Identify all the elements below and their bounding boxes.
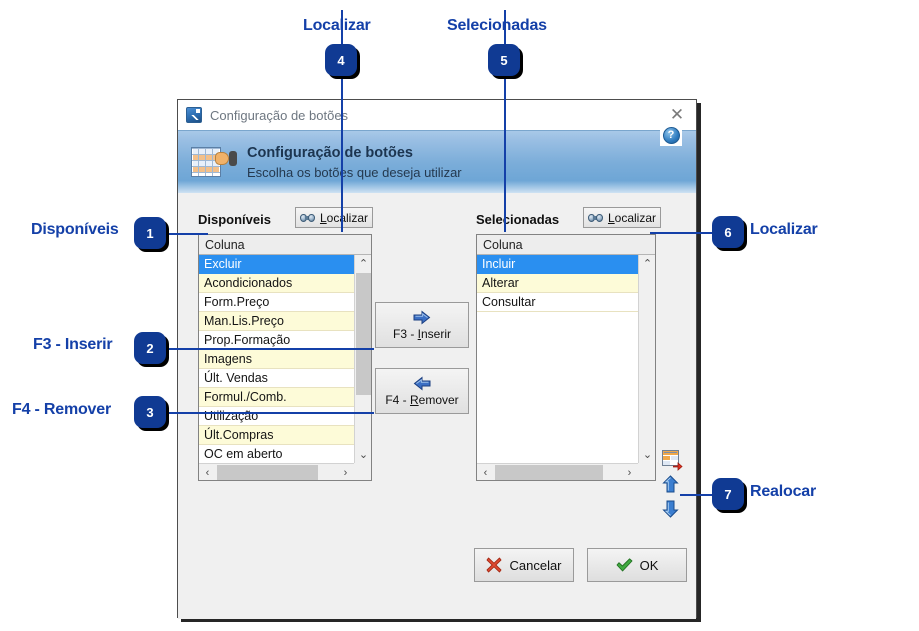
callout-label-4: Localizar: [303, 17, 371, 34]
list-item[interactable]: Acondicionados: [199, 274, 354, 293]
left-column-header: Coluna: [199, 235, 371, 255]
list-item[interactable]: Incluir: [477, 255, 638, 274]
right-pane-title: Selecionadas: [476, 212, 560, 227]
callout-label-1: Disponíveis: [31, 221, 119, 238]
realocar-toolbar: [662, 450, 683, 525]
list-item[interactable]: Excluir: [199, 255, 354, 274]
scroll-right-icon[interactable]: ›: [343, 466, 348, 479]
ok-button[interactable]: OK: [587, 548, 687, 582]
banner-heading: Configuração de botões: [247, 144, 413, 161]
list-item[interactable]: OC em aberto: [199, 445, 354, 463]
list-item[interactable]: Alterar: [477, 274, 638, 293]
leader-line-2: [166, 348, 374, 350]
callout-badge-2: 2: [134, 332, 166, 364]
help-icon[interactable]: ?: [660, 124, 682, 146]
left-h-thumb[interactable]: [217, 465, 318, 480]
list-item[interactable]: Prop.Formação: [199, 331, 354, 350]
scroll-down-icon[interactable]: ⌄: [358, 449, 369, 461]
right-h-thumb[interactable]: [495, 465, 603, 480]
configuracao-de-botoes-dialog: Configuração de botões ✕: [177, 99, 697, 619]
left-localizar-button[interactable]: Localizar: [295, 207, 373, 228]
red-x-icon: [486, 557, 502, 573]
right-scroll-corner: [638, 463, 655, 480]
leader-line-6: [650, 232, 712, 234]
callout-badge-4: 4: [325, 44, 357, 76]
list-item[interactable]: Últ.Compras: [199, 426, 354, 445]
callout-badge-5: 5: [488, 44, 520, 76]
callout-label-7: Realocar: [750, 483, 816, 500]
ok-label: OK: [639, 557, 659, 573]
app-chart-icon: [186, 107, 202, 123]
hand-pointer-icon: [213, 150, 237, 168]
binoculars-icon: [299, 213, 315, 223]
right-localizar-label: Localizar: [607, 210, 657, 225]
dialog-banner: Configuração de botões Escolha os botões…: [178, 124, 696, 193]
right-horizontal-scrollbar[interactable]: ‹ ›: [477, 463, 638, 480]
grid-hand-icon: [191, 145, 237, 179]
help-glyph: ?: [662, 126, 680, 144]
left-scroll-corner: [354, 463, 371, 480]
list-item[interactable]: Formul./Comb.: [199, 388, 354, 407]
list-item[interactable]: Imagens: [199, 350, 354, 369]
scroll-down-icon[interactable]: ⌄: [642, 449, 653, 461]
arrow-right-icon: [413, 309, 431, 325]
callout-label-6: Localizar: [750, 221, 818, 238]
right-localizar-button[interactable]: Localizar: [583, 207, 661, 228]
callout-label-5: Selecionadas: [447, 17, 547, 34]
list-item[interactable]: Utilização: [199, 407, 354, 426]
list-item[interactable]: Man.Lis.Preço: [199, 312, 354, 331]
leader-line-3: [166, 412, 374, 414]
right-vertical-scrollbar[interactable]: ⌃ ⌄: [638, 255, 655, 463]
banner-subheading: Escolha os botões que deseja utilizar: [247, 164, 462, 180]
banner-text-block: Configuração de botões Escolha os botões…: [247, 145, 462, 180]
left-localizar-label: Localizar: [319, 210, 369, 225]
f3-inserir-label: F3 - Inserir: [392, 326, 452, 341]
dialog-titlebar[interactable]: Configuração de botões ✕: [178, 100, 696, 130]
scroll-left-icon[interactable]: ‹: [483, 466, 488, 479]
leader-line-4: [341, 10, 343, 232]
left-horizontal-scrollbar[interactable]: ‹ ›: [199, 463, 354, 480]
scroll-up-icon[interactable]: ⌃: [358, 258, 369, 270]
cancelar-label: Cancelar: [509, 557, 562, 573]
leader-line-7: [680, 494, 712, 496]
callout-badge-6: 6: [712, 216, 744, 248]
green-check-icon: [616, 558, 633, 572]
scroll-left-icon[interactable]: ‹: [205, 466, 210, 479]
reorder-table-icon[interactable]: [662, 450, 683, 471]
list-item[interactable]: Consultar: [477, 293, 638, 312]
cancelar-button[interactable]: Cancelar: [474, 548, 574, 582]
close-icon[interactable]: ✕: [669, 105, 685, 124]
dialog-title: Configuração de botões: [210, 107, 349, 123]
right-column-header: Coluna: [477, 235, 655, 255]
f4-remover-label: F4 - Remover: [385, 392, 459, 407]
left-pane-title: Disponíveis: [198, 212, 271, 227]
f3-inserir-button[interactable]: F3 - Inserir: [375, 302, 469, 348]
binoculars-icon: [587, 213, 603, 223]
arrow-left-icon: [413, 375, 431, 391]
leader-line-5: [504, 10, 506, 232]
callout-badge-3: 3: [134, 396, 166, 428]
callout-label-3: F4 - Remover: [12, 401, 111, 418]
arrow-down-icon[interactable]: [662, 500, 682, 520]
callout-badge-1: 1: [134, 217, 166, 249]
scroll-right-icon[interactable]: ›: [627, 466, 632, 479]
list-item[interactable]: Últ. Vendas: [199, 369, 354, 388]
left-v-thumb[interactable]: [356, 273, 371, 395]
callout-label-2: F3 - Inserir: [33, 336, 113, 353]
left-vertical-scrollbar[interactable]: ⌃ ⌄: [354, 255, 371, 463]
callout-badge-7: 7: [712, 478, 744, 510]
scroll-up-icon[interactable]: ⌃: [642, 258, 653, 270]
arrow-up-icon[interactable]: [662, 475, 682, 495]
leader-line-1: [166, 233, 208, 235]
f4-remover-button[interactable]: F4 - Remover: [375, 368, 469, 414]
list-item[interactable]: Form.Preço: [199, 293, 354, 312]
